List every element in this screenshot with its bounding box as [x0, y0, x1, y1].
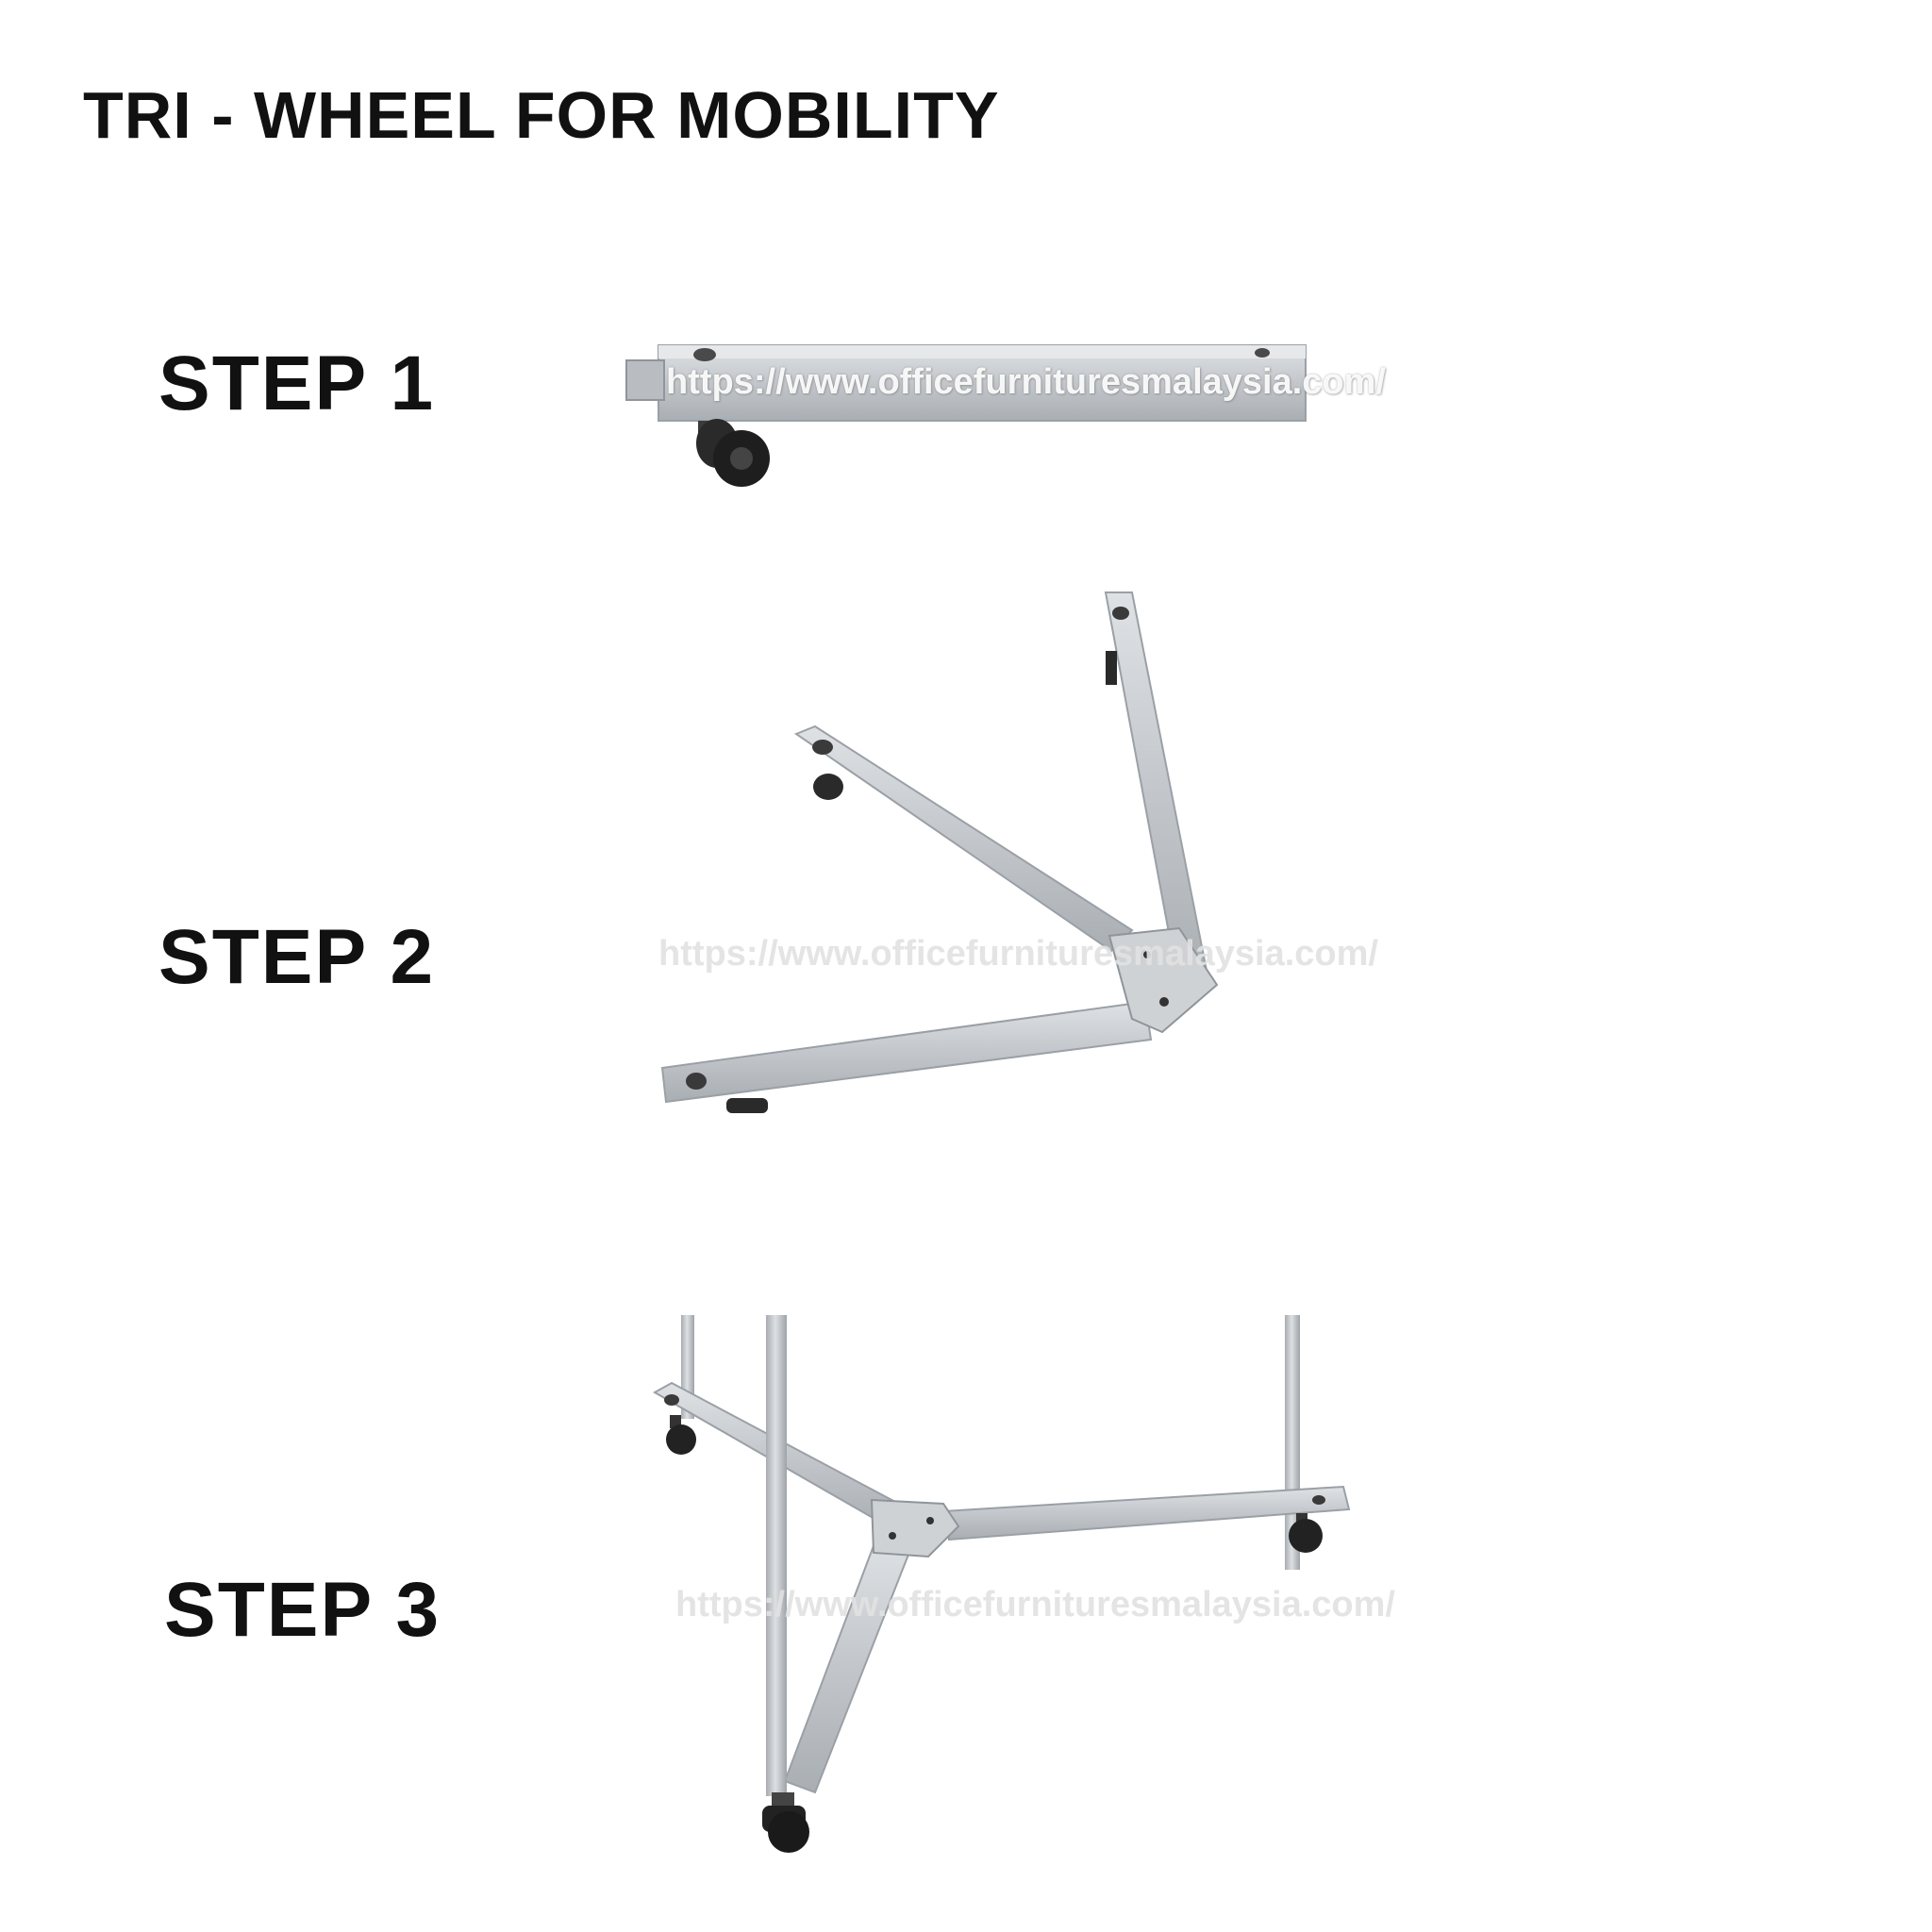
step-3-base-illustration	[652, 1315, 1351, 1853]
step-3-label: STEP 3	[164, 1567, 441, 1653]
watermark-step-1: https://www.officefurnituresmalaysia.com…	[666, 362, 1386, 402]
step-2-base-illustration	[660, 591, 1219, 1113]
step-2-label: STEP 2	[158, 914, 436, 1000]
watermark-step-2: https://www.officefurnituresmalaysia.com…	[658, 934, 1378, 974]
watermark-step-3: https://www.officefurnituresmalaysia.com…	[675, 1585, 1395, 1624]
page-title: TRI - WHEEL FOR MOBILITY	[83, 78, 1000, 152]
step-1-label: STEP 1	[158, 341, 436, 426]
caster-wheel-icon	[696, 419, 770, 487]
step-1-bar-illustration	[625, 344, 1307, 487]
caster-wheel-icon	[762, 1792, 809, 1853]
caster-wheel-icon	[666, 1415, 696, 1455]
caster-wheel-icon	[1289, 1513, 1323, 1553]
